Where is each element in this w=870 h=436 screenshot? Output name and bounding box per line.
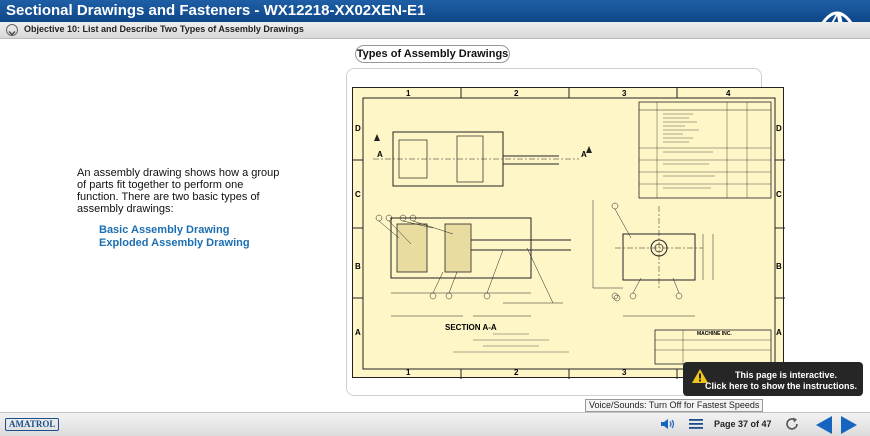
title-bar: Sectional Drawings and Fasteners - WX122… <box>0 0 870 37</box>
title-block-company: MACHINE INC. <box>697 331 732 337</box>
row-letter-b: B <box>355 262 361 271</box>
chevron-down-icon[interactable] <box>6 24 18 36</box>
warning-icon <box>692 369 708 383</box>
objective-bar[interactable]: Objective 10: List and Describe Two Type… <box>0 22 870 39</box>
row-letter-a: A <box>355 328 361 337</box>
notice-line-1: This page is interactive. <box>734 370 837 380</box>
speaker-icon[interactable] <box>660 417 676 431</box>
prev-arrow-icon[interactable] <box>813 414 835 436</box>
row-letter-d: D <box>355 124 361 133</box>
column-number-1-bottom: 1 <box>406 368 411 377</box>
section-marker-left: A <box>377 150 383 159</box>
exploded-assembly-link[interactable]: Exploded Assembly Drawing <box>99 237 250 249</box>
column-number-1: 1 <box>406 89 411 98</box>
drawing-lines <box>353 88 785 379</box>
column-number-2: 2 <box>514 89 519 98</box>
voice-sounds-toggle[interactable]: Voice/Sounds: Turn Off for Fastest Speed… <box>585 399 764 412</box>
column-number-3-bottom: 3 <box>622 368 627 377</box>
row-letter-a-right: A <box>776 328 782 337</box>
column-number-4: 4 <box>726 89 731 98</box>
column-number-3: 3 <box>622 89 627 98</box>
basic-assembly-link[interactable]: Basic Assembly Drawing <box>99 224 230 236</box>
course-title: Sectional Drawings and Fasteners - WX122… <box>6 2 426 19</box>
section-label: SECTION A-A <box>445 323 497 332</box>
row-letter-b-right: B <box>776 262 782 271</box>
row-letter-c: C <box>355 190 361 199</box>
notice-line-2: Click here to show the instructions. <box>704 381 857 391</box>
page-number: Page 37 of 47 <box>714 419 772 429</box>
amatrol-brand: AMATROL <box>5 418 60 431</box>
row-letter-c-right: C <box>776 190 782 199</box>
column-number-2-bottom: 2 <box>514 368 519 377</box>
assembly-drawing: 1 2 3 4 1 2 3 D C B A D C B A A A SECTIO… <box>352 87 785 379</box>
instructions-notice[interactable]: This page is interactive. Click here to … <box>683 362 863 396</box>
refresh-icon[interactable] <box>784 416 800 432</box>
menu-icon[interactable] <box>688 417 704 431</box>
intro-paragraph: An assembly drawing shows how a group of… <box>77 167 280 215</box>
section-marker-right: A <box>581 150 587 159</box>
panel-title: Types of Assembly Drawings <box>355 45 510 63</box>
footer-bar: AMATROL Page 37 of 47 <box>0 412 870 436</box>
objective-text: Objective 10: List and Describe Two Type… <box>24 24 304 34</box>
row-letter-d-right: D <box>776 124 782 133</box>
next-arrow-icon[interactable] <box>838 414 860 436</box>
